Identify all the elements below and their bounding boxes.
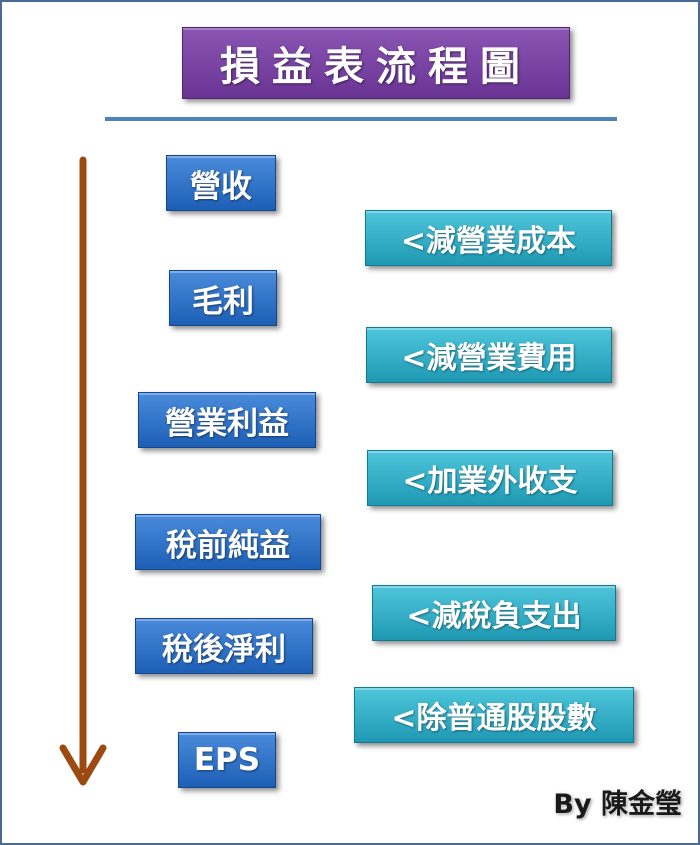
- stage-gross-profit: 毛利: [169, 270, 277, 326]
- diagram-title: 損益表流程圖: [182, 27, 570, 99]
- operation-minus-operating-expenses: <減營業費用: [366, 327, 612, 383]
- stage-pretax-income: 稅前純益: [135, 514, 321, 570]
- stage-eps: EPS: [178, 732, 276, 788]
- flow-arrow-icon: [59, 156, 107, 786]
- operation-divide-common-shares: <除普通股股數: [354, 687, 634, 743]
- operation-plus-non-operating-income: <加業外收支: [367, 450, 613, 506]
- stage-revenue: 營收: [166, 155, 276, 211]
- author-credit: By 陳金瑩: [553, 789, 682, 820]
- stage-net-income: 稅後淨利: [135, 618, 313, 674]
- operation-minus-tax-expense: <減稅負支出: [372, 585, 616, 641]
- title-divider: [105, 117, 617, 121]
- operation-minus-cost-of-sales: <減營業成本: [365, 210, 612, 266]
- stage-operating-income: 營業利益: [138, 392, 316, 448]
